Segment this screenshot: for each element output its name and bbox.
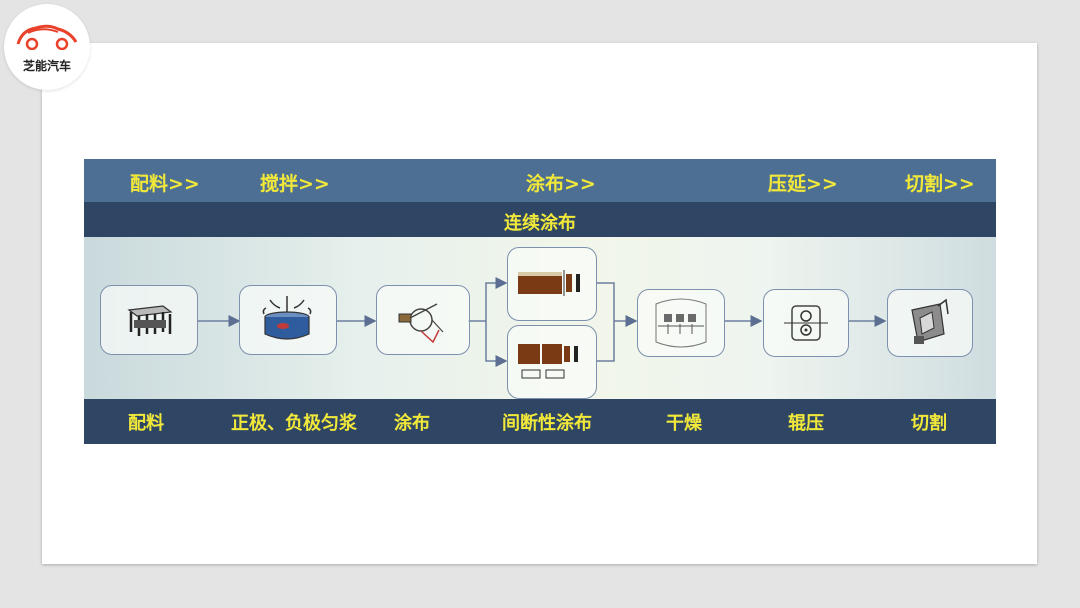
label-cutting: 切割 — [911, 413, 947, 434]
stage-cutting: 切割>> — [905, 173, 975, 195]
car-logo-icon — [16, 24, 78, 50]
coating-roller-icon — [398, 303, 444, 344]
node-intermittent-bottom — [507, 325, 597, 399]
node-rolling — [763, 289, 849, 357]
continuous-coating-title: 连续涂布 — [504, 213, 576, 234]
label-slurry: 正极、负极匀浆 — [231, 413, 357, 434]
subtitle-bar: 连续涂布 — [84, 202, 996, 237]
roller-press-icon — [784, 305, 828, 341]
node-intermittent-top — [507, 247, 597, 321]
label-drying: 干燥 — [666, 413, 702, 434]
label-rolling: 辊压 — [788, 413, 824, 434]
stage-coating: 涂布>> — [526, 173, 596, 195]
batching-machine-icon — [127, 305, 173, 336]
logo: 芝能汽车 — [4, 4, 90, 90]
label-bar: 配料 正极、负极匀浆 涂布 间断性涂布 干燥 辊压 切割 — [84, 399, 996, 444]
stage-mixing: 搅拌>> — [260, 173, 330, 195]
label-batching: 配料 — [128, 413, 164, 434]
logo-text: 芝能汽车 — [22, 59, 71, 73]
label-intermittent: 间断性涂布 — [502, 413, 592, 434]
node-coating — [376, 285, 470, 355]
process-diagram: 配料>> 搅拌>> 涂布>> 压延>> 切割>> 连续涂布 — [84, 159, 996, 444]
cutting-machine-icon — [911, 298, 949, 344]
label-coating: 涂布 — [394, 413, 430, 434]
intermittent-coating-icon — [518, 344, 578, 379]
node-drying — [637, 289, 725, 357]
stage-rolling: 压延>> — [768, 173, 838, 195]
intermittent-coating-icon — [518, 270, 580, 296]
node-cutting — [887, 289, 973, 357]
stage-batching: 配料>> — [130, 173, 200, 195]
node-batching — [100, 285, 198, 355]
stage-bar: 配料>> 搅拌>> 涂布>> 压延>> 切割>> — [84, 159, 996, 202]
mixing-tank-icon — [262, 296, 312, 340]
dryer-icon — [655, 298, 707, 348]
node-mixing — [239, 285, 337, 355]
flow-area — [84, 237, 996, 399]
flow-arrows — [198, 277, 887, 367]
